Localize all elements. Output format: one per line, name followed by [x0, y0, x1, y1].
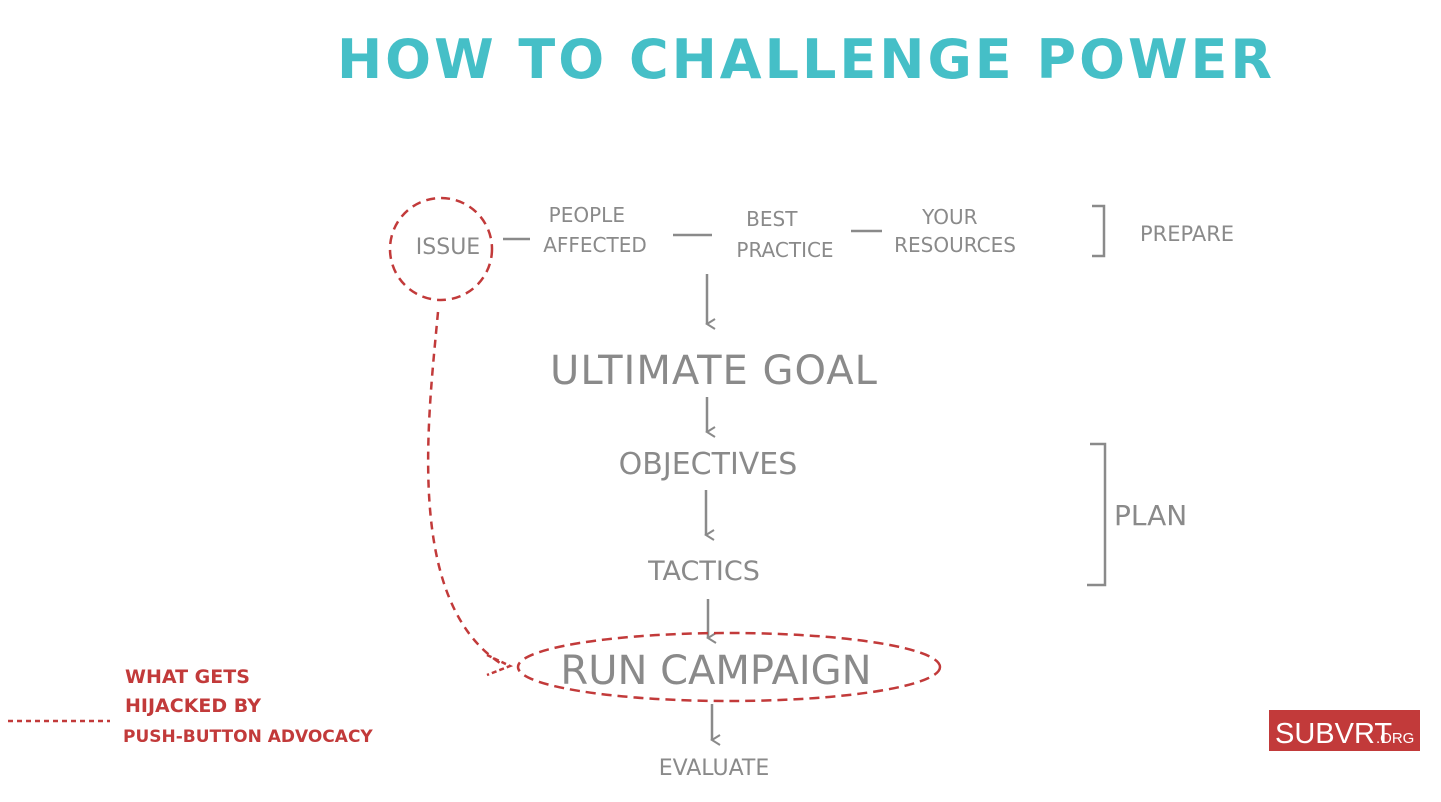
logo-suffix-text: .ORG	[1376, 730, 1414, 747]
logo-main-text: SUBVRT	[1275, 718, 1392, 750]
your-resources-label: YOUR RESOURCES	[894, 205, 1016, 257]
legend-line-2: HIJACKED BY	[125, 695, 261, 717]
plan-bracket	[1087, 442, 1107, 587]
logo-background	[1269, 710, 1420, 751]
issue-circle	[388, 196, 494, 302]
people-affected-label: PEOPLE AFFECTED	[543, 203, 647, 257]
subvrt-logo[interactable]: SUBVRT .ORG	[1269, 710, 1420, 751]
your-resources-line-1: YOUR	[921, 205, 978, 229]
run-campaign-ellipse	[516, 631, 942, 703]
evaluate-label: EVALUATE	[659, 756, 770, 781]
issue-label: ISSUE	[416, 235, 480, 260]
best-practice-line-2: PRACTICE	[736, 238, 833, 262]
best-practice-label: BEST PRACTICE	[736, 207, 833, 262]
hijack-arrowhead	[486, 653, 514, 677]
plan-label: PLAN	[1114, 499, 1187, 532]
prepare-bracket	[1092, 204, 1106, 258]
hijack-curve	[426, 311, 501, 665]
people-affected-line-1: PEOPLE	[549, 203, 625, 227]
legend-text: WHAT GETS HIJACKED BY PUSH-BUTTON ADVOCA…	[123, 666, 373, 747]
run-campaign-label: RUN CAMPAIGN	[560, 648, 871, 694]
tactics-label: TACTICS	[647, 556, 760, 587]
ultimate-goal-label: ULTIMATE GOAL	[550, 348, 878, 394]
objectives-label: OBJECTIVES	[619, 447, 798, 482]
people-affected-line-2: AFFECTED	[543, 233, 647, 257]
legend-line-1: WHAT GETS	[125, 666, 250, 688]
your-resources-line-2: RESOURCES	[894, 233, 1016, 257]
prepare-label: PREPARE	[1140, 222, 1234, 246]
legend-line-3: PUSH-BUTTON ADVOCACY	[123, 727, 373, 747]
best-practice-line-1: BEST	[746, 207, 798, 231]
diagram-title: HOW TO CHALLENGE POWER	[337, 28, 1275, 91]
